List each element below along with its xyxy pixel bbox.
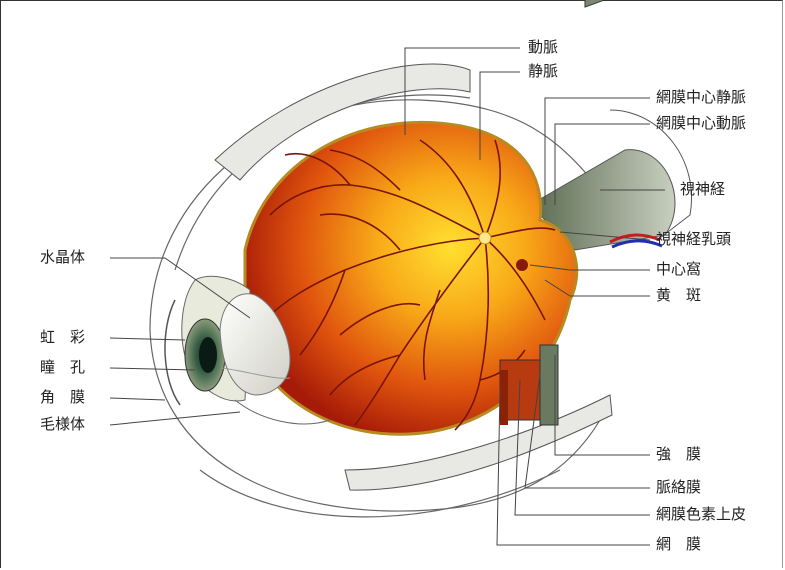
label-lens: 水晶体: [40, 248, 85, 266]
label-pupil: 瞳 孔: [40, 358, 85, 376]
label-central-retinal-vein: 網膜中心静脈: [656, 88, 746, 106]
optic-disc: [479, 232, 491, 244]
label-retina: 網 膜: [656, 535, 701, 553]
label-retinal-pigment-epithelium: 網膜色素上皮: [656, 505, 746, 523]
label-macula: 黄 斑: [656, 286, 701, 304]
label-fovea: 中心窩: [656, 260, 701, 278]
fovea: [516, 259, 528, 271]
label-ciliary-body: 毛様体: [40, 415, 85, 433]
label-choroid: 脈絡膜: [656, 478, 701, 496]
label-artery: 動脈: [528, 38, 558, 56]
label-cornea: 角 膜: [40, 388, 85, 406]
label-optic-disc: 視神経乳頭: [656, 230, 731, 248]
label-vein: 静脈: [528, 62, 558, 80]
label-sclera: 強 膜: [656, 445, 701, 463]
label-iris: 虹 彩: [40, 328, 85, 346]
label-central-retinal-artery: 網膜中心動脈: [656, 114, 746, 132]
label-optic-nerve: 視神経: [680, 180, 725, 198]
